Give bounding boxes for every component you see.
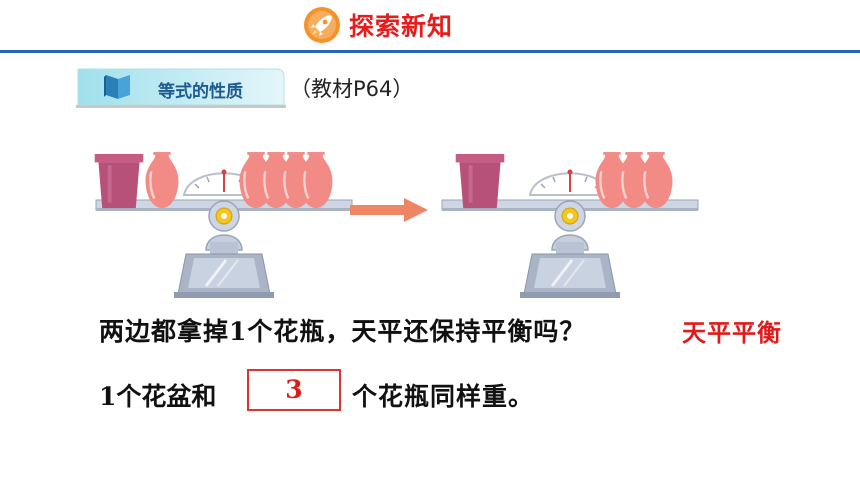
header: 探索新知	[303, 6, 453, 44]
conclusion-prefix: 1个花盆和	[99, 382, 217, 411]
flower-pot	[455, 154, 505, 209]
question-text: 两边都拿掉1个花瓶，天平还保持平衡吗？	[99, 317, 586, 346]
question-answer: 天平平衡	[682, 318, 782, 347]
textbook-reference: （教材P64）	[290, 77, 414, 101]
section-tag	[76, 68, 286, 108]
vase	[144, 152, 180, 210]
page-title: 探索新知	[349, 12, 454, 41]
header-divider	[0, 50, 860, 53]
answer-box[interactable]: 3	[247, 369, 341, 411]
rocket-icon	[304, 7, 340, 43]
balance-scene	[94, 152, 700, 300]
book-icon	[104, 75, 130, 99]
right-scale-left-pan-items	[455, 154, 505, 209]
flower-pot	[94, 154, 144, 209]
section-tag-label: 等式的性质	[158, 82, 243, 102]
right-arrow-icon	[350, 198, 428, 222]
left-scale-right-pan-items	[238, 152, 334, 210]
right-scale-right-pan-items	[594, 152, 674, 210]
vase	[638, 152, 674, 210]
conclusion-suffix: 个花瓶同样重。	[352, 382, 535, 411]
